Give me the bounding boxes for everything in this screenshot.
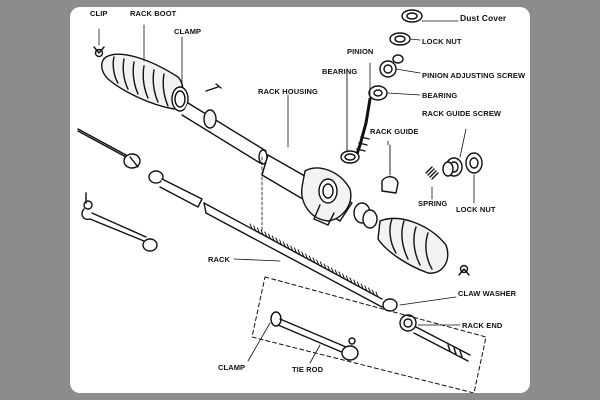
tie-rod-end-left <box>81 192 158 252</box>
diagram-sheet: CLIP RACK BOOT CLAMP PINION BEARING Dust… <box>70 7 530 393</box>
rack-tooth <box>360 283 364 290</box>
rack-tooth <box>305 253 309 260</box>
rack-tooth <box>290 245 294 252</box>
rack-housing-body <box>261 154 378 229</box>
rack-tooth <box>364 285 368 292</box>
spring-part <box>425 166 439 180</box>
tie-rod-dashed-box <box>251 276 487 393</box>
leader-lines <box>98 20 475 364</box>
rack-tooth <box>282 241 286 248</box>
rack-tooth <box>345 275 349 282</box>
label-lock-nut-top: LOCK NUT <box>422 37 462 46</box>
rack-tooth <box>316 259 320 266</box>
rack-tooth <box>249 223 253 230</box>
rack-tooth <box>293 247 297 254</box>
label-rack-guide-screw: RACK GUIDE SCREW <box>422 109 502 118</box>
bearing-lower-part <box>368 85 388 101</box>
rack-tooth <box>264 231 268 238</box>
label-rack-guide: RACK GUIDE <box>370 127 419 136</box>
rack-tooth <box>327 265 331 272</box>
rack-teeth <box>249 223 379 298</box>
rack-tooth <box>312 257 316 264</box>
label-rack: RACK <box>208 255 231 264</box>
clamp-top-part <box>171 86 189 112</box>
label-rack-housing: RACK HOUSING <box>258 87 318 96</box>
pinion-adjusting-screw-part <box>379 54 404 78</box>
rack-tooth <box>275 237 279 244</box>
label-rack-boot: RACK BOOT <box>130 9 177 18</box>
label-rack-end: RACK END <box>462 321 503 330</box>
tie-rod-part <box>270 311 359 361</box>
small-bolt-part <box>205 83 222 92</box>
clip-part <box>93 46 105 58</box>
label-pinion: PINION <box>347 47 374 56</box>
rack-tooth <box>375 291 379 298</box>
rack-tooth <box>301 251 305 258</box>
label-claw-washer: CLAW WASHER <box>458 289 517 298</box>
dust-cover-part <box>401 9 423 23</box>
pinion-part <box>354 97 372 159</box>
label-bearing-upper: BEARING <box>322 67 358 76</box>
bearing-upper-part <box>340 150 360 164</box>
rack-tooth <box>334 269 338 276</box>
rack-tooth <box>331 267 335 274</box>
rack-tooth <box>353 279 357 286</box>
label-pinion-adjusting-screw: PINION ADJUSTING SCREW <box>422 71 526 80</box>
lock-nut-top-part <box>389 32 411 46</box>
rack-guide-screw-part <box>442 157 463 177</box>
rack-tooth <box>268 233 272 240</box>
label-clamp-bottom: CLAMP <box>218 363 246 372</box>
rack-boot-part <box>101 53 184 110</box>
rack-tooth <box>253 225 257 232</box>
label-spring: SPRING <box>418 199 448 208</box>
rack-tooth <box>349 277 353 284</box>
rack-tooth <box>271 235 275 242</box>
rack-tooth <box>338 271 342 278</box>
rack-tooth <box>368 287 372 294</box>
rack-end-part <box>399 314 471 362</box>
label-dust-cover: Dust Cover <box>460 13 507 23</box>
lock-nut-right-part <box>465 152 483 174</box>
inner-tie-rod-left <box>77 128 203 208</box>
rack-tooth <box>286 243 290 250</box>
label-clamp-top: CLAMP <box>174 27 202 36</box>
rack-housing-left <box>181 102 268 165</box>
label-lock-nut-bottom: LOCK NUT <box>456 205 496 214</box>
label-tie-rod: TIE ROD <box>292 365 324 374</box>
rack-tooth <box>371 289 375 296</box>
rack-tooth <box>319 261 323 268</box>
rack-guide-part <box>381 176 399 194</box>
label-clip: CLIP <box>90 9 108 18</box>
rack-tooth <box>279 239 283 246</box>
steering-rack-exploded-drawing <box>77 9 487 393</box>
rack-boot-right <box>377 217 470 276</box>
rack-tooth <box>308 255 312 262</box>
rack-tooth <box>297 249 301 256</box>
claw-washer-part <box>382 298 398 312</box>
label-bearing-lower: BEARING <box>422 91 458 100</box>
rack-tooth <box>256 227 260 234</box>
rack-tooth <box>356 281 360 288</box>
rack-tooth <box>323 263 327 270</box>
rack-tooth <box>342 273 346 280</box>
